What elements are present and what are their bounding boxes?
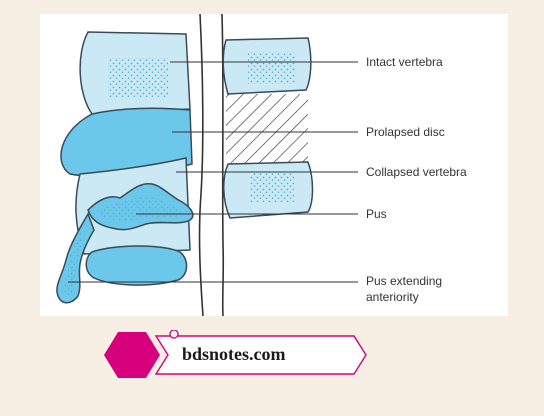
hexagon-icon (104, 332, 160, 378)
watermark-tag-outline (154, 335, 367, 375)
label-pus-extending-line2: anteriority (366, 290, 419, 304)
label-pus: Pus (366, 207, 387, 221)
label-pus-extending-line1: Pus extending (366, 274, 443, 288)
lower-vertebra (85, 245, 188, 286)
watermark-ring-icon (169, 330, 179, 339)
right-intact-stipple (248, 52, 296, 84)
watermark-text: bdsnotes.com (182, 344, 286, 364)
left-intact-stipple (108, 58, 168, 98)
right-collapsed-stipple (250, 172, 294, 202)
hatched-region (226, 94, 308, 166)
watermark-banner: bdsnotes.com (100, 330, 370, 380)
pus-blob-stipple (96, 196, 183, 222)
label-intact-vertebra: Intact vertebra (366, 55, 443, 69)
label-collapsed-vertebra: Collapsed vertebra (366, 165, 467, 179)
spine-diagram: Intact vertebra Prolapsed disc Collapsed… (40, 14, 508, 316)
label-prolapsed-disc: Prolapsed disc (366, 125, 445, 139)
spinal-canal-anterior-line (198, 14, 204, 316)
pus-extending-stipple (64, 224, 84, 298)
